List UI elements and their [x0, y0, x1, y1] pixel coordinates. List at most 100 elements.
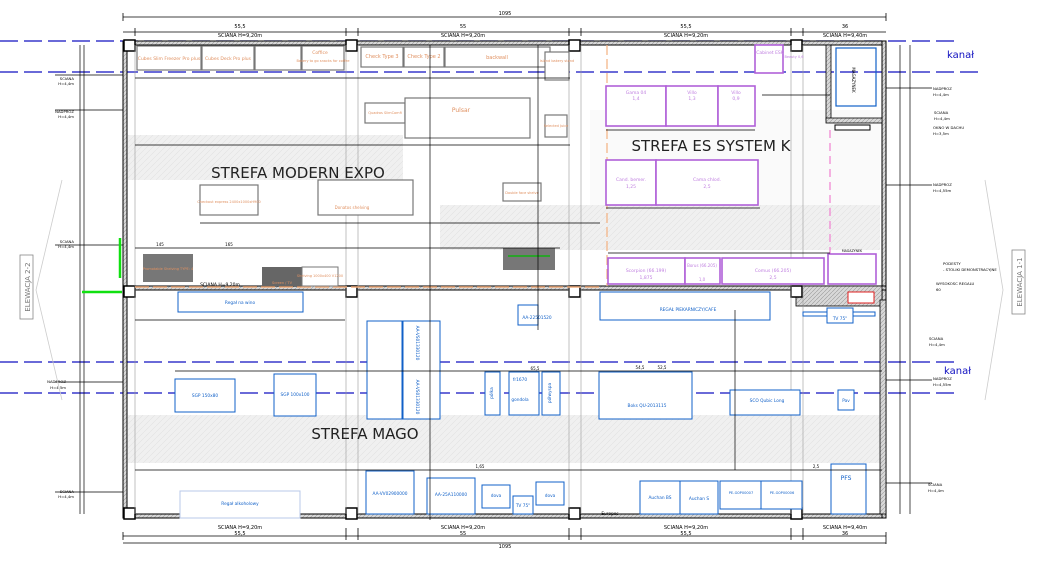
mago-label: SGP 100x100 — [281, 392, 310, 398]
note-sub: 60 — [936, 287, 941, 292]
es-value: 2,5 — [703, 184, 710, 190]
es-label: Cama chlod. — [693, 177, 721, 183]
expo-label: Cubes Slim Freezer Pro plus — [138, 56, 201, 62]
note-sub: H=4,4m — [58, 114, 74, 119]
expo-label: Promotable Shelving TYPE: 4 — [143, 267, 194, 271]
wall-height-label: SCIANA H=9,20m — [441, 525, 485, 531]
expo-label: Coffice — [312, 50, 328, 56]
es-label: Villo — [731, 90, 741, 96]
mago-label: REGAŁ PIEKARNICZY/CAFE — [660, 307, 717, 313]
red-fixture — [847, 291, 875, 304]
mago-label: TV 75" — [515, 503, 530, 509]
wall-height-label: SCIANA H=9,20m — [664, 525, 708, 531]
expo-label: Shelving 1000x400 V1200 — [297, 274, 343, 278]
elevation-marker-right: ELEWACJA 1-1 — [984, 179, 1026, 401]
wall-height-label: SCIANA H=9,20m — [441, 33, 485, 39]
dimension-label: 55 — [460, 24, 466, 30]
shelving-block — [301, 266, 339, 287]
mago-label: gondola — [511, 397, 529, 403]
note-sub: H=4,4m — [934, 116, 950, 121]
wall-height-label: SCIANA H=9,20m — [664, 33, 708, 39]
note-title: OKNO W DACHU — [933, 125, 964, 130]
storage-label: MAGAZYNEK — [842, 249, 863, 253]
expo-label: Cubes Deck Pro plus — [205, 56, 252, 62]
wall-height-label: SCIANA H=9,20m — [218, 525, 262, 531]
mago-label: Auchan S — [689, 496, 709, 502]
zone-band — [128, 135, 403, 180]
dimension-label: 55,5 — [234, 531, 245, 537]
mago-label: Regał alkoholowy — [221, 501, 259, 507]
dimension-label: 65,5 — [531, 366, 540, 371]
es-label: Gama 04 — [626, 90, 647, 96]
expo-fixtures — [136, 45, 570, 216]
storage-shelf — [834, 124, 871, 131]
dimension-label: 2,5 — [813, 464, 820, 469]
note-title: WYSOKOSC REGALU — [936, 281, 975, 286]
mago-label: Auchan BS — [648, 495, 671, 501]
note-title: NADPROZ — [933, 182, 952, 187]
zone-band — [440, 205, 880, 250]
es-label: Cand. bemer. — [616, 177, 646, 183]
mago-label: dova — [545, 493, 556, 499]
note-title: PODESTY — [943, 261, 961, 266]
es-value: 1,3 — [688, 96, 695, 102]
es-label: Borus (66.205) — [687, 263, 717, 268]
note-sub: H=4,55m — [933, 188, 951, 193]
mago-label: AA-25A110000 — [435, 492, 468, 498]
zone-band — [128, 415, 883, 463]
mago-label: półka — [488, 387, 495, 399]
note-sub: H=3,5m — [933, 131, 949, 136]
expo-label: Island bakery stand — [540, 59, 574, 63]
mago-label: AA-VS01330120 — [414, 380, 420, 415]
mago-labels: Regał na wino AA-22501520 REGAŁ PIEKARNI… — [192, 300, 852, 517]
elevation-label: ELEWACJA 2-2 — [24, 262, 32, 311]
note-title: SCIANA — [929, 336, 944, 341]
dimension-label: 55,5 — [234, 24, 245, 30]
note-title: SCIANA — [934, 110, 949, 115]
es-label: Scorpion (66.199) — [626, 268, 667, 274]
mago-label: PE-G0P00006 — [770, 491, 795, 495]
dimension-label: 36 — [842, 531, 848, 537]
overall-dimension: 1095 — [499, 11, 512, 17]
canal-label: kanał — [944, 366, 971, 377]
note-title: NADPROZ — [933, 376, 952, 381]
bottom-dimensions — [122, 528, 887, 544]
expo-label: backwall — [486, 55, 508, 61]
note-sub: - STOLIKI DEMONSTRACYJNE — [943, 267, 997, 272]
mago-label: półwyspa — [546, 383, 553, 404]
note-sub: H=4,4m — [933, 92, 949, 97]
promotable-shelving — [143, 254, 193, 282]
es-labels: Cabinet ESK Beauty 0,6 Gama 04 1,4 Villo… — [616, 50, 804, 282]
dimension-label: 36 — [842, 24, 848, 30]
left-notes: SCIANA H=4,4m NADPROZ H=4,4m SCIANA H=4,… — [47, 76, 74, 499]
note-title: NADPROZ — [55, 109, 74, 114]
expo-label: Donatos shelving — [335, 205, 370, 210]
dimension-label: 54,5 — [636, 365, 645, 370]
mago-fixtures — [174, 291, 876, 519]
note-sub: H=4,4m — [58, 494, 74, 499]
dim-numbers: 145 165 65,5 54,5 52,5 1,65 2,5 — [156, 242, 819, 469]
es-value: 1,25 — [626, 184, 636, 190]
es-value: 1,875 — [640, 275, 653, 281]
wall-height-label: SCIANA H=9,40m — [823, 33, 867, 39]
es-value: 0,9 — [732, 96, 739, 102]
note-title: SCIANA — [928, 482, 943, 487]
dimension-label: 55,5 — [680, 531, 691, 537]
note-sub: H=4,4m — [58, 244, 74, 249]
right-notes: NADPROZ H=4,4m SCIANA H=4,4m OKNO W DACH… — [928, 86, 997, 493]
note-title: NADPROZ — [47, 379, 66, 384]
storage-label: MAGAZYNEK — [851, 67, 856, 93]
mago-label: fr1670 — [513, 377, 527, 383]
dimension-label: 55,5 — [680, 24, 691, 30]
expo-label: Check Type 2 — [407, 54, 440, 60]
note-sub: H=4,4m — [58, 81, 74, 86]
dimension-label: 1,65 — [476, 464, 485, 469]
mago-label: PE-G0P00007 — [729, 491, 754, 495]
overall-dimension: 1095 — [499, 544, 512, 550]
mago-label: SGP 150x80 — [192, 393, 218, 399]
expo-label: Check Type 3 — [365, 54, 398, 60]
canal-label: kanał — [947, 50, 974, 61]
note-sub: H=4,5m — [50, 385, 66, 390]
mago-label: Boks QU-2013115 — [628, 403, 667, 409]
